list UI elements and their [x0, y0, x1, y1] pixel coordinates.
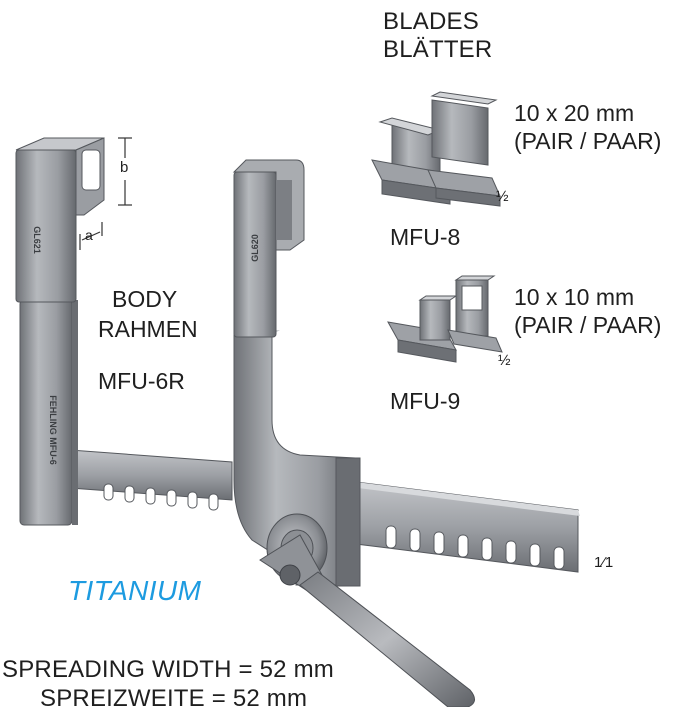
- left-arm-engraving: FEHLING MFU-6: [48, 395, 58, 465]
- right-blade: GL620: [232, 159, 305, 338]
- body-code: MFU-6R: [98, 368, 185, 394]
- left-blade-engraving: GL621: [32, 226, 42, 254]
- dimension-lines: [79, 137, 132, 250]
- mfu9-blades-image: [387, 275, 503, 363]
- mfu9-pair: (PAIR / PAAR): [514, 312, 662, 338]
- material-label: TITANIUM: [68, 575, 202, 606]
- body-scale: 1⁄1: [594, 554, 614, 571]
- mfu9-size: 10 x 10 mm: [514, 284, 635, 310]
- blades-heading-en: BLADES: [383, 8, 479, 35]
- spreading-width-en: SPREADING WIDTH = 52 mm: [2, 656, 334, 683]
- mfu9-scale: ½: [498, 352, 511, 369]
- body-label-de: RAHMEN: [98, 316, 198, 342]
- body-label-en: BODY: [112, 286, 178, 312]
- dimension-a: a: [85, 227, 93, 243]
- rack-teeth-icon: [103, 483, 565, 570]
- dimension-b: b: [120, 159, 128, 176]
- mfu8-size: 10 x 20 mm: [514, 100, 635, 126]
- mfu9-code: MFU-9: [390, 388, 461, 414]
- mfu8-scale: ½: [496, 188, 509, 205]
- blades-heading-de: BLÄTTER: [383, 36, 493, 63]
- mfu8-code: MFU-8: [390, 224, 461, 250]
- left-arm: FEHLING MFU-6: [19, 299, 78, 526]
- mfu8-pair: (PAIR / PAAR): [514, 128, 662, 154]
- mfu8-blades-image: [371, 91, 501, 207]
- right-blade-engraving: GL620: [250, 234, 260, 262]
- left-blade: GL621: [15, 137, 105, 303]
- spreading-width-de: SPREIZWEITE = 52 mm: [40, 685, 308, 712]
